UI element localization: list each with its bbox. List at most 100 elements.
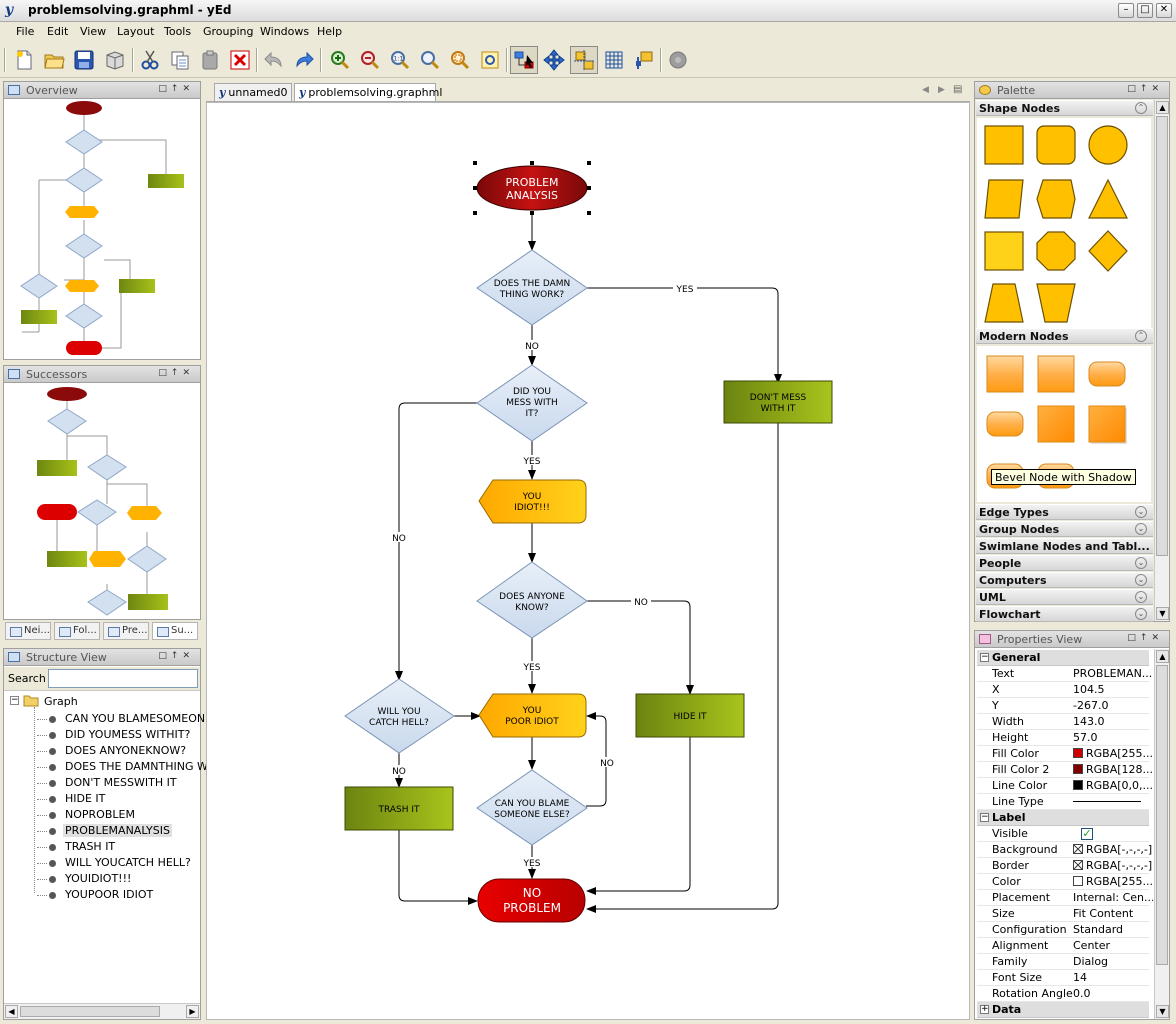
tab-list-icon[interactable]: ▤ — [953, 84, 963, 95]
modern-node-3[interactable] — [1088, 361, 1126, 387]
node-trash-it[interactable]: TRASH IT — [344, 786, 454, 831]
color-swatch[interactable] — [1073, 748, 1083, 758]
modern-node-1[interactable] — [986, 355, 1024, 393]
scroll-thumb[interactable] — [20, 1006, 160, 1017]
menu-view[interactable]: View — [80, 25, 107, 38]
menu-help[interactable]: Help — [317, 25, 343, 38]
cut-icon[interactable] — [136, 46, 164, 74]
tab-scroll-right-icon[interactable]: ▶ — [938, 85, 945, 95]
shape-parallelogram[interactable] — [984, 179, 1024, 219]
property-value[interactable]: 14 — [1073, 971, 1153, 984]
color-swatch[interactable] — [1073, 876, 1083, 886]
panel-window-buttons[interactable]: □↑✕ — [158, 368, 194, 378]
shape-triangle[interactable] — [1088, 178, 1128, 219]
grid-icon[interactable] — [600, 46, 628, 74]
tree-collapse-toggle[interactable]: − — [10, 695, 19, 705]
scroll-down-button[interactable]: ▼ — [1156, 1005, 1169, 1018]
tree-item[interactable]: NOPROBLEM — [65, 808, 135, 821]
tree-item[interactable]: YOUPOOR IDIOT — [65, 888, 154, 901]
node-can-you-blame-someone-else[interactable]: CAN YOU BLAME SOMEONE ELSE? — [476, 769, 588, 846]
property-value[interactable]: Standard — [1073, 923, 1153, 936]
menu-file[interactable]: File — [16, 25, 35, 38]
menu-layout[interactable]: Layout — [117, 25, 155, 38]
scroll-left-button[interactable]: ◀ — [5, 1005, 18, 1018]
zoom-out-icon[interactable] — [356, 46, 384, 74]
scroll-thumb[interactable] — [1156, 116, 1168, 556]
scroll-up-button[interactable]: ▲ — [1156, 650, 1169, 663]
navigation-mode-icon[interactable] — [540, 46, 568, 74]
node-does-anyone-know[interactable]: DOES ANYONE KNOW? — [476, 561, 588, 639]
zoom-original-icon[interactable]: 1:1 — [386, 46, 414, 74]
menu-windows[interactable]: Windows — [260, 25, 310, 38]
tree-item[interactable]: WILL YOUCATCH HELL? — [65, 856, 191, 869]
tab-folder[interactable]: Fol... — [54, 622, 100, 640]
section-shape-nodes[interactable]: Shape Nodes⌃ — [976, 100, 1153, 116]
property-value[interactable]: RGBA[0,0,... — [1073, 779, 1153, 792]
fit-content-icon[interactable] — [476, 46, 504, 74]
tree-item[interactable]: CAN YOU BLAMESOMEONE E — [65, 712, 223, 725]
visible-checkbox[interactable]: ✓ — [1081, 827, 1093, 840]
node-hide-it[interactable]: HIDE IT — [635, 693, 745, 738]
scroll-up-button[interactable]: ▲ — [1156, 101, 1169, 114]
tree-item[interactable]: YOUIDIOT!!! — [65, 872, 132, 885]
undo-icon[interactable] — [260, 46, 288, 74]
node-will-you-catch-hell[interactable]: WILL YOU CATCH HELL? — [344, 678, 455, 754]
menu-edit[interactable]: Edit — [47, 25, 69, 38]
section-flowchart[interactable]: Flowchart⌄ — [976, 606, 1153, 622]
tree-item[interactable]: DOES THE DAMNTHING WOR — [65, 760, 225, 773]
tree-item[interactable]: DON'T MESSWITH IT — [65, 776, 177, 789]
scroll-thumb[interactable] — [1156, 665, 1168, 965]
property-group-general[interactable]: −General — [977, 650, 1149, 666]
tree-item[interactable]: DID YOUMESS WITHIT? — [65, 728, 191, 741]
palette-scrollbar[interactable]: ▲ ▼ — [1154, 100, 1169, 621]
color-swatch[interactable] — [1073, 844, 1083, 854]
property-group-label[interactable]: −Label — [977, 810, 1149, 826]
tree-item[interactable]: PROBLEMANALYSIS — [63, 824, 172, 837]
property-value[interactable]: Fit Content — [1073, 907, 1153, 920]
zoom-in-icon[interactable] — [326, 46, 354, 74]
menu-tools[interactable]: Tools — [164, 25, 192, 38]
panel-window-buttons[interactable]: □↑✕ — [158, 84, 194, 94]
property-value[interactable]: Dialog — [1073, 955, 1153, 968]
color-swatch[interactable] — [1073, 764, 1083, 774]
save-icon[interactable] — [70, 46, 98, 74]
panel-window-buttons[interactable]: □↑✕ — [1127, 633, 1163, 643]
copy-icon[interactable] — [166, 46, 194, 74]
node-did-you-mess-with-it[interactable]: DID YOU MESS WITH IT? — [476, 364, 588, 442]
section-people[interactable]: People⌄ — [976, 555, 1153, 571]
property-group-data[interactable]: +Data — [977, 1002, 1149, 1018]
graph-canvas[interactable]: YES NO YES NO NO YES NO NO YES PROBLEM A… — [206, 102, 970, 1020]
property-value[interactable]: RGBA[255... — [1073, 875, 1153, 888]
shape-rectangle[interactable] — [984, 125, 1024, 165]
section-swimlane-nodes[interactable]: Swimlane Nodes and Tabl... — [976, 538, 1153, 554]
property-row[interactable]: Line Type — [977, 794, 1149, 810]
section-uml[interactable]: UML⌄ — [976, 589, 1153, 605]
maximize-button[interactable]: □ — [1137, 3, 1153, 18]
horizontal-scrollbar[interactable]: ◀ ▶ — [4, 1003, 200, 1019]
modern-node-5[interactable] — [1037, 405, 1075, 443]
tree-item[interactable]: HIDE IT — [65, 792, 106, 805]
redo-icon[interactable] — [290, 46, 318, 74]
shape-rounded-rectangle[interactable] — [1036, 125, 1076, 165]
node-no-problem[interactable]: NO PROBLEM — [477, 878, 586, 923]
color-swatch[interactable] — [1073, 860, 1083, 870]
scroll-down-button[interactable]: ▼ — [1156, 607, 1169, 620]
shape-octagon[interactable] — [1036, 231, 1076, 271]
property-value[interactable]: Center — [1073, 939, 1153, 952]
modern-node-6[interactable] — [1088, 405, 1126, 443]
color-swatch[interactable] — [1073, 780, 1083, 790]
paste-icon[interactable] — [196, 46, 224, 74]
property-row[interactable]: Visible✓ — [977, 826, 1149, 842]
node-does-the-damn-thing-work[interactable]: DOES THE DAMN THING WORK? — [476, 249, 588, 326]
new-document-icon[interactable] — [10, 46, 38, 74]
property-value[interactable]: RGBA[-,-,-,-] — [1073, 843, 1153, 856]
